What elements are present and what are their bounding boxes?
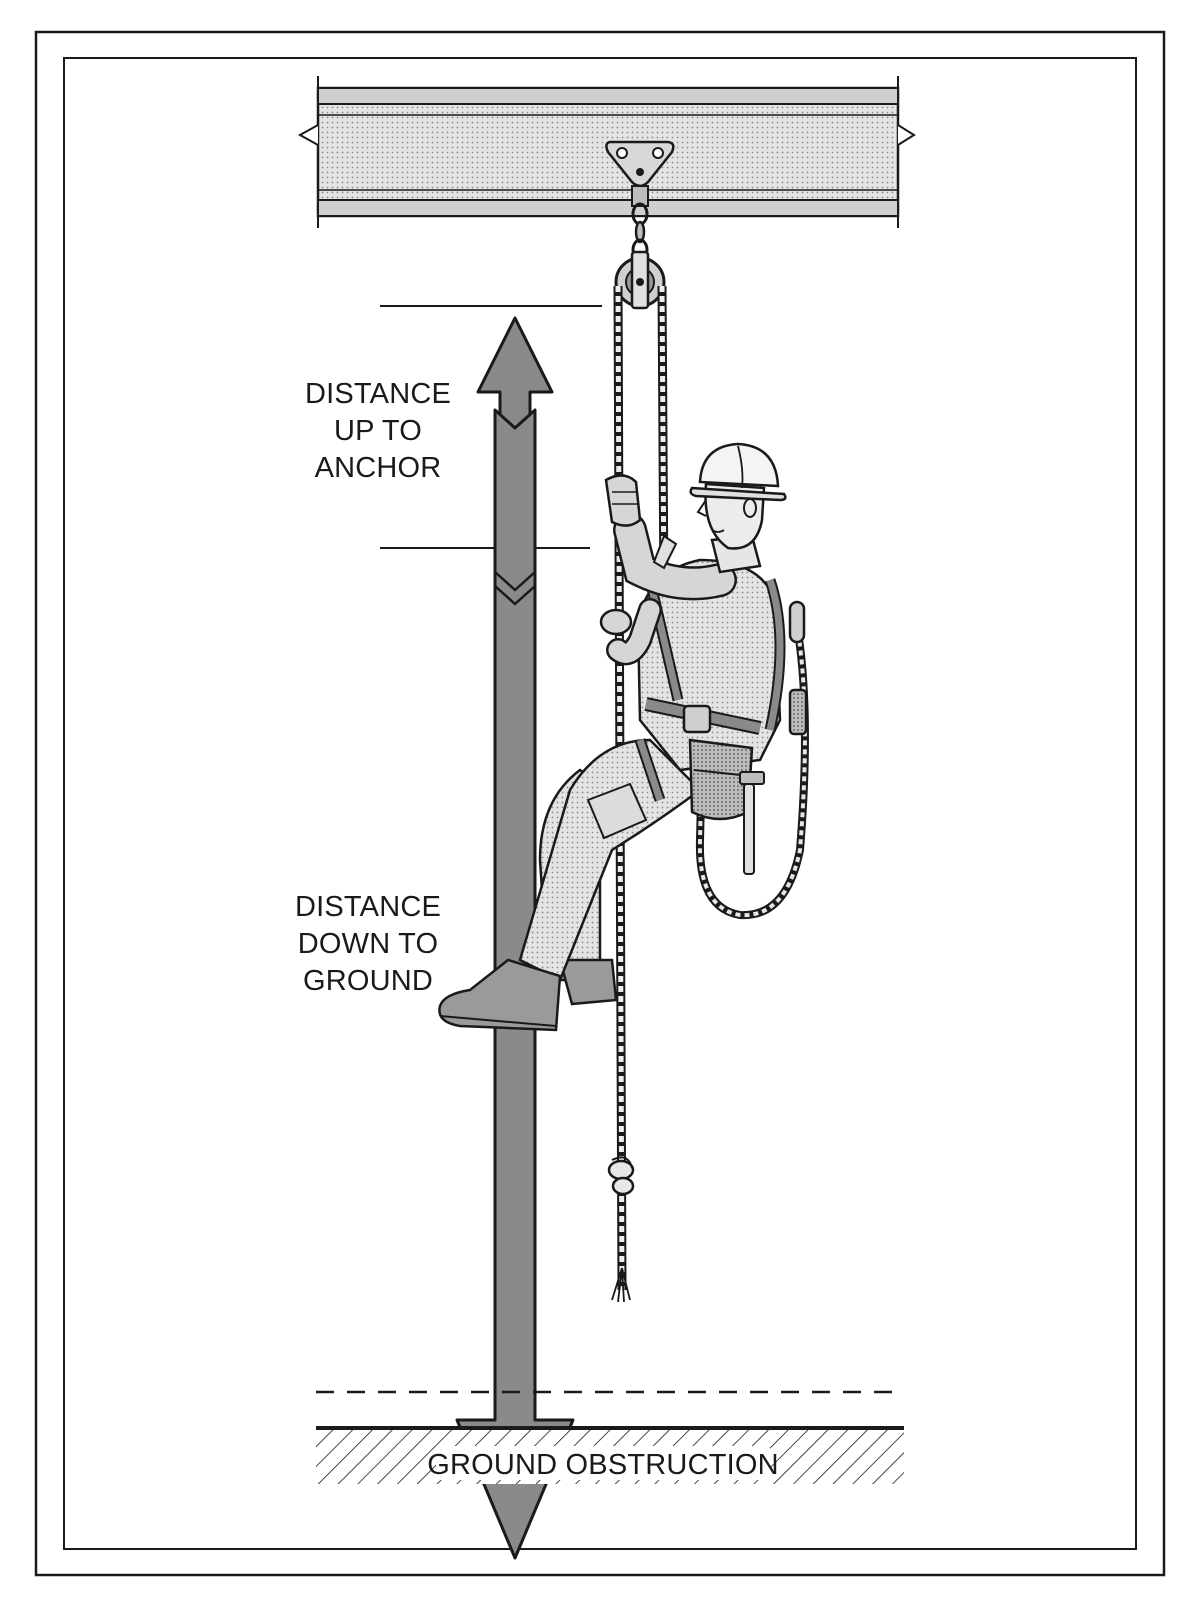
down-label-line3: GROUND bbox=[303, 965, 433, 997]
outer-frame bbox=[34, 30, 1166, 1577]
up-label-line2: UP TO bbox=[334, 415, 422, 447]
anchor-plate-icon bbox=[605, 140, 675, 207]
climbing-worker-icon bbox=[438, 442, 809, 1032]
rope-knot bbox=[607, 1156, 635, 1196]
ground-obstruction: GROUND OBSTRUCTION bbox=[316, 1426, 904, 1484]
inner-frame bbox=[63, 57, 1137, 1550]
pulley-icon bbox=[614, 250, 666, 310]
down-label-line2: DOWN TO bbox=[298, 928, 439, 960]
down-label-line1: DISTANCE bbox=[295, 891, 441, 923]
up-label-line3: ANCHOR bbox=[315, 452, 442, 484]
up-label-line1: DISTANCE bbox=[305, 378, 451, 410]
ground-label: GROUND OBSTRUCTION bbox=[427, 1449, 779, 1481]
